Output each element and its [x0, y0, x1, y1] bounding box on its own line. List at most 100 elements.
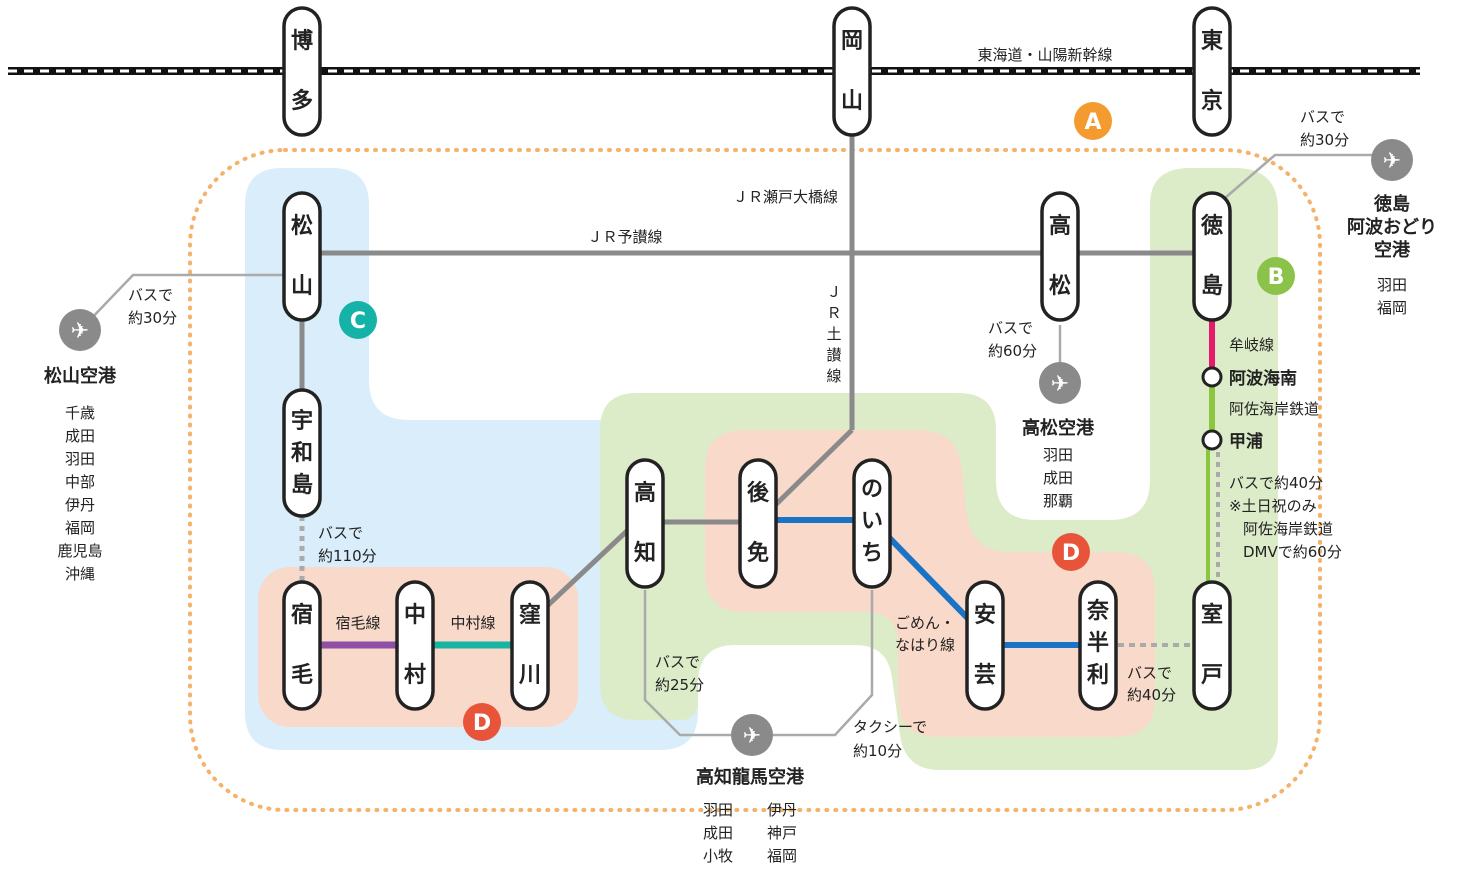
airport-matsuyama[interactable]: ✈ 松山空港 千歳 成田 羽田 中部 伊丹 福岡 鹿児島 沖縄: [44, 309, 117, 583]
kochi-air-note-2: 約25分: [655, 676, 704, 694]
airplane-icon-glyph: ✈: [1051, 372, 1069, 397]
gomen-nahari-label-1: ごめん・: [895, 614, 955, 632]
badge-c: C: [339, 301, 377, 339]
sukumo-line-label: 宿毛線: [335, 614, 380, 632]
station-nakamura-char2: 村: [404, 663, 426, 688]
zone-a-area: [188, 148, 1322, 812]
station-takamatsu-char2: 松: [1049, 274, 1071, 299]
station-takamatsu-char1: 高: [1049, 213, 1071, 239]
station-gomen[interactable]: 後 免: [738, 458, 778, 589]
station-uwajima-char2: 和: [291, 441, 313, 466]
transfer-notes: バスで 約30分 バスで 約30分 バスで 約60分 バスで 約110分 バスで…: [128, 108, 1349, 760]
station-uwajima[interactable]: 宇 和 島: [282, 388, 322, 518]
uwajima-sukumo-note-2: 約110分: [318, 547, 377, 565]
zone-a-border: [188, 148, 1322, 812]
station-nakamura-char1: 中: [404, 603, 426, 628]
badge-d-east: D: [1052, 533, 1090, 571]
tokushima-airport-link: [1224, 153, 1375, 199]
tokushima-dest-2: 福岡: [1377, 299, 1407, 317]
airplane-icon: [731, 714, 773, 756]
station-aki-char2: 芸: [974, 662, 996, 688]
tokushima-air-note-2: 約30分: [1300, 131, 1349, 149]
station-okayama-char1: 岡: [841, 29, 863, 54]
station-hakata[interactable]: 博 多: [282, 6, 322, 137]
station-noichi-char2: い: [861, 509, 883, 534]
takamatsu-dest-1: 羽田: [1043, 446, 1073, 464]
dosan-label-2: Ｒ: [826, 304, 841, 322]
station-kannoura-label: 甲浦: [1229, 431, 1263, 452]
airport-links: [86, 153, 1375, 737]
nakamura-line-label: 中村線: [450, 614, 495, 632]
station-kochi-char2: 知: [634, 540, 656, 566]
nahari-muroto-note-2: 約40分: [1127, 686, 1176, 704]
badge-a: A: [1074, 102, 1112, 140]
takamatsu-dest-2: 成田: [1043, 469, 1073, 487]
nahari-muroto-note-1: バスで: [1127, 664, 1172, 682]
station-kannoura[interactable]: 甲浦: [1201, 429, 1263, 452]
airport-tokushima[interactable]: ✈ 徳島 阿波おどり 空港 羽田 福岡: [1347, 139, 1437, 317]
station-kubokawa[interactable]: 窪 川: [510, 580, 550, 711]
station-nakamura[interactable]: 中 村: [395, 580, 435, 711]
matsuyama-dest-8: 沖縄: [65, 565, 95, 583]
takamatsu-air-note-1: バスで: [988, 319, 1033, 337]
mugi-line-label: 牟岐線: [1229, 336, 1274, 354]
station-matsuyama-char2: 山: [291, 274, 313, 299]
station-tokyo[interactable]: 東 京: [1192, 6, 1232, 137]
station-nahari-char3: 利: [1087, 663, 1109, 688]
takamatsu-air-note-2: 約60分: [988, 342, 1037, 360]
tokushima-air-note-1: バスで: [1300, 108, 1345, 126]
station-nahari-char1: 奈: [1086, 598, 1110, 624]
seto-ohashi-label: ＪＲ瀬戸大橋線: [733, 188, 838, 206]
matsuyama-dest-7: 鹿児島: [57, 542, 102, 560]
matsuyama-dest-6: 福岡: [65, 519, 95, 537]
noichi-air-note-1: タクシーで: [853, 718, 927, 736]
airplane-icon-glyph: ✈: [743, 724, 761, 749]
kochi-dest-left-3: 小牧: [703, 847, 733, 865]
airport-takamatsu[interactable]: ✈ 高松空港 羽田 成田 那覇: [1022, 362, 1095, 510]
station-muroto[interactable]: 室 戸: [1192, 580, 1232, 711]
station-nahari[interactable]: 奈 半 利: [1078, 580, 1118, 711]
station-matsuyama[interactable]: 松 山: [282, 191, 322, 322]
kannoura-muroto-note-2: ※土日祝のみ: [1229, 497, 1317, 515]
station-sukumo[interactable]: 宿 毛: [282, 580, 322, 711]
station-kannoura-dot: [1201, 429, 1223, 451]
matsuyama-dest-5: 伊丹: [65, 496, 95, 514]
badge-b-circle: [1257, 257, 1295, 295]
shinkansen-line: 東海道・山陽新幹線: [8, 40, 1420, 75]
airplane-icon: [59, 309, 101, 351]
station-muroto-char1: 室: [1201, 602, 1223, 628]
badge-d-east-letter: D: [1062, 541, 1080, 566]
badge-d-east-circle: [1052, 533, 1090, 571]
zone-badges: A B C D D: [339, 102, 1295, 741]
station-noichi-char1: の: [861, 477, 883, 502]
station-okayama[interactable]: 岡 山: [832, 6, 872, 137]
station-awa-kainan[interactable]: 阿波海南: [1201, 366, 1297, 389]
badge-c-letter: C: [350, 309, 366, 334]
airplane-icon-glyph: ✈: [1383, 149, 1401, 174]
stations: 博 多 岡 山 東 京 松 山 高 松 徳 島 宇: [282, 6, 1297, 711]
matsuyama-air-note-2: 約30分: [128, 309, 177, 327]
station-okayama-char2: 山: [841, 89, 863, 114]
station-takamatsu[interactable]: 高 松: [1040, 191, 1080, 322]
station-uwajima-char1: 宇: [291, 409, 313, 434]
station-aki[interactable]: 安 芸: [965, 580, 1005, 711]
airplane-icon: [1371, 139, 1413, 181]
station-kochi[interactable]: 高 知: [625, 458, 665, 589]
station-nahari-char2: 半: [1087, 631, 1109, 656]
kochi-air-note-1: バスで: [655, 653, 700, 671]
kochi-dest-left-2: 成田: [703, 824, 733, 842]
station-noichi[interactable]: の い ち: [852, 458, 892, 589]
station-sukumo-char2: 毛: [291, 663, 313, 688]
airport-kochi[interactable]: ✈ 高知龍馬空港 羽田 成田 小牧 伊丹 神戸 福岡: [696, 714, 805, 865]
station-tokushima-char2: 島: [1201, 273, 1223, 299]
station-tokushima[interactable]: 徳 島: [1192, 191, 1232, 322]
gomen-nahari-label-2: なはり線: [895, 636, 955, 654]
station-hakata-char2: 多: [291, 88, 313, 114]
matsuyama-dest-1: 千歳: [65, 404, 95, 422]
kochi-dest-right-2: 神戸: [767, 824, 797, 842]
kochi-airport-name: 高知龍馬空港: [696, 766, 805, 788]
badge-a-circle: [1074, 102, 1112, 140]
matsuyama-dest-3: 羽田: [65, 450, 95, 468]
station-uwajima-char3: 島: [291, 472, 313, 498]
